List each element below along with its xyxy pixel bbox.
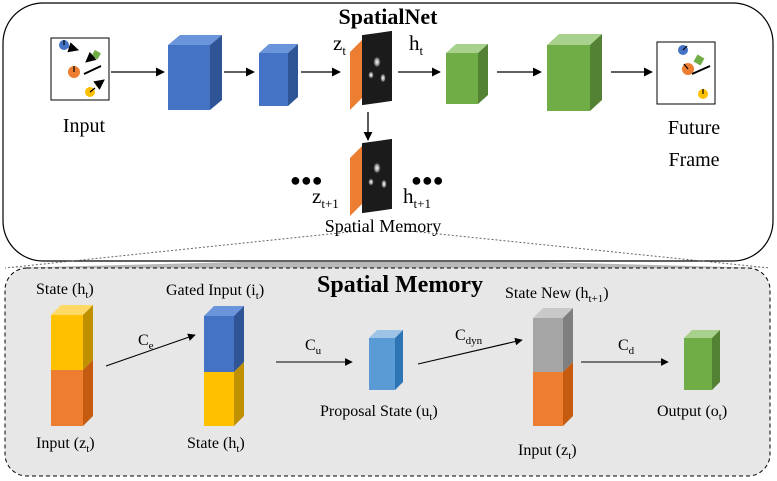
zoom-funnel [5,262,770,268]
proposal-state-label: Proposal State (ut) [320,403,438,423]
concat-block-state-input [51,305,93,426]
cd-label: Cd [618,337,635,357]
spatial-memory-title: Spatial Memory [317,272,483,298]
input-zt-right-label: Input (zt) [518,442,577,462]
cdyn-label: Cdyn [455,327,483,347]
state-new-block [533,308,573,426]
future-label-line2: Frame [668,149,719,171]
decoder-block-2 [547,34,602,111]
input-zt-left-label: Input (zt) [36,435,95,455]
ramp-line [691,65,711,75]
ellipsis-left: ●●● [290,170,323,190]
future-frame [656,41,716,105]
spatial-memory-caption: Spatial Memory [325,216,441,236]
ellipsis-right: ●●● [411,170,444,190]
input-label: Input [63,115,106,137]
output-block [684,330,720,390]
green-square-icon [693,54,705,66]
state-ht-2-label: State (ht) [187,435,245,455]
state-new-label: State New (ht+1) [505,285,609,305]
cu-label: Cu [305,337,322,357]
feature-map-memory [350,138,392,216]
zoom-line-left [4,229,369,269]
ce-label: Ce [138,332,154,352]
spatialnet-title: SpatialNet [339,4,439,29]
zoom-line-right [399,229,771,269]
proposal-state-block [369,330,403,390]
future-label-line1: Future [668,117,720,139]
gated-input-label: Gated Input (it) [166,282,264,302]
encoder-block-2 [259,44,298,106]
encoder-block-1 [168,35,222,110]
input-frame [50,37,110,101]
zt-label: zt [333,31,346,58]
decoder-block-1 [446,44,488,104]
state-ht-label: State (ht) [36,281,94,301]
arrow-cdyn [417,337,523,365]
feature-map-zt [350,30,392,110]
ht1-label: ht+1 [403,184,431,211]
output-label: Output (ot) [657,403,727,423]
gated-input-block [204,306,244,426]
zt1-label: zt+1 [312,184,339,211]
ramp-line [83,65,102,75]
arrow-ce [105,333,196,367]
ht-label: ht [409,31,424,58]
